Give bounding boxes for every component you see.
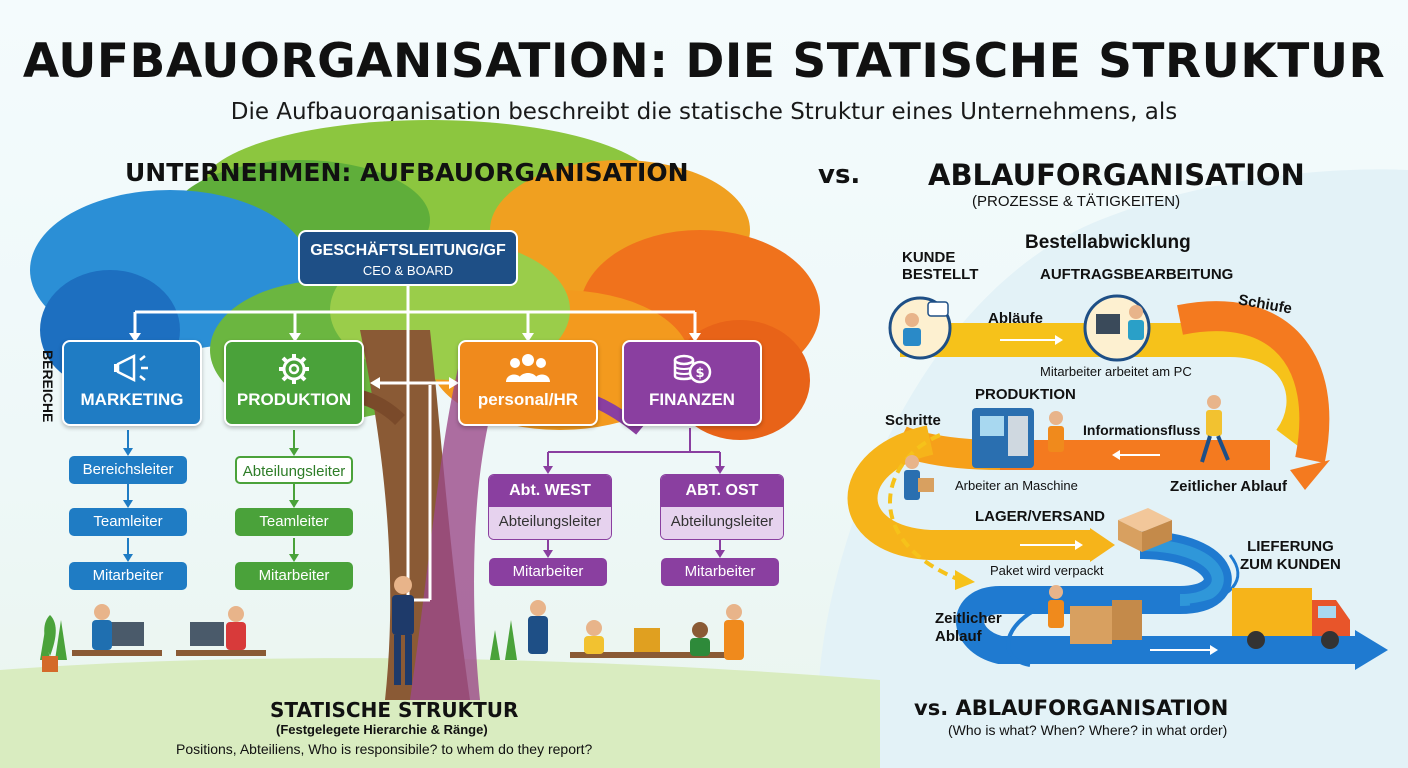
- paket-label: Paket wird verpackt: [990, 563, 1104, 578]
- dept-label: FINANZEN: [649, 390, 735, 409]
- produktion-level-2: Teamleiter: [235, 508, 353, 536]
- office-people-illustration: [42, 576, 744, 685]
- right-footer-title: vs. ABLAUFORGANISATION: [914, 696, 1229, 720]
- abt-ost-title: ABT. OST: [661, 475, 783, 507]
- schritte-label: Schritte: [885, 412, 941, 429]
- produktion-level-3: Mitarbeiter: [235, 562, 353, 590]
- right-heading: ABLAUFORGANISATION: [928, 158, 1305, 192]
- left-footer-text: Positions, Abteiliens, Who is responsibi…: [176, 741, 593, 757]
- coins-icon: $: [624, 352, 760, 393]
- abt-west-role: Abteilungsleiter: [489, 507, 611, 539]
- right-heading-sub: (PROZESSE & TÄTIGKEITEN): [972, 193, 1181, 210]
- arbeiter-label: Arbeiter an Maschine: [955, 478, 1078, 493]
- right-footer-text: (Who is what? When? Where? in what order…: [948, 722, 1228, 738]
- ceo-subtitle: CEO & BOARD: [362, 263, 454, 278]
- informationsfluss-label: Informationsfluss: [1083, 422, 1201, 438]
- lager-label: LAGER/VERSAND: [975, 508, 1106, 525]
- page-title: AUFBAUORGANISATION: DIE STATISCHE STRUKT…: [22, 34, 1386, 89]
- ceo-title: GESCHÄFTSLEITUNG/GF: [310, 242, 506, 259]
- kunde-label: KUNDE BESTELLT: [902, 249, 979, 283]
- dept-personal-hr: personal/HR: [458, 340, 598, 426]
- megaphone-icon: [64, 352, 200, 391]
- abt-ost: ABT. OST Abteilungsleiter: [660, 474, 784, 540]
- marketing-level-1: Bereichsleiter: [69, 456, 187, 484]
- dept-finanzen: $ FINANZEN: [622, 340, 762, 426]
- zeitlicher-ablauf-label: Zeitlicher Ablauf: [1170, 478, 1287, 495]
- people-icon: [460, 352, 596, 391]
- left-footer-subtitle: (Festgelegete Hierarchie & Ränge): [276, 722, 488, 737]
- process-title: Bestellabwicklung: [1025, 232, 1191, 253]
- marketing-level-2: Teamleiter: [69, 508, 187, 536]
- abt-ost-staff: Mitarbeiter: [661, 558, 779, 586]
- svg-text:$: $: [695, 366, 704, 381]
- abt-west-title: Abt. WEST: [489, 475, 611, 507]
- dept-label: PRODUKTION: [236, 390, 352, 409]
- lieferung-label: LIEFERUNG ZUM KUNDEN: [1240, 538, 1341, 573]
- dept-label: MARKETING: [80, 390, 184, 409]
- ablaeufe-label: Abläufe: [988, 310, 1044, 327]
- page-subtitle: Die Aufbauorganisation beschreibt die st…: [230, 99, 1178, 125]
- mitarbeiter-pc-label: Mitarbeiter arbeitet am PC: [1040, 364, 1192, 379]
- dept-label: personal/HR: [477, 390, 579, 409]
- abt-west: Abt. WEST Abteilungsleiter: [488, 474, 612, 540]
- ceo-node: GESCHÄFTSLEITUNG/GF CEO & BOARD: [298, 230, 518, 286]
- gear-icon: [226, 352, 362, 393]
- dept-produktion: PRODUKTION: [224, 340, 364, 426]
- vs-label: vs.: [818, 160, 861, 190]
- abt-west-staff: Mitarbeiter: [489, 558, 607, 586]
- produktion-label: PRODUKTION: [975, 386, 1076, 403]
- zeitlicher-ablauf-2-label: Zeitlicher Ablauf: [935, 610, 1002, 645]
- dept-marketing: MARKETING: [62, 340, 202, 426]
- auftrag-label: AUFTRAGSBEARBEITUNG: [1040, 266, 1234, 283]
- abt-ost-role: Abteilungsleiter: [661, 507, 783, 539]
- left-heading: UNTERNEHMEN: AUFBAUORGANISATION: [125, 158, 689, 187]
- produktion-level-1: Abteilungsleiter: [235, 456, 353, 484]
- left-footer-title: STATISCHE STRUKTUR: [270, 698, 519, 722]
- marketing-level-3: Mitarbeiter: [69, 562, 187, 590]
